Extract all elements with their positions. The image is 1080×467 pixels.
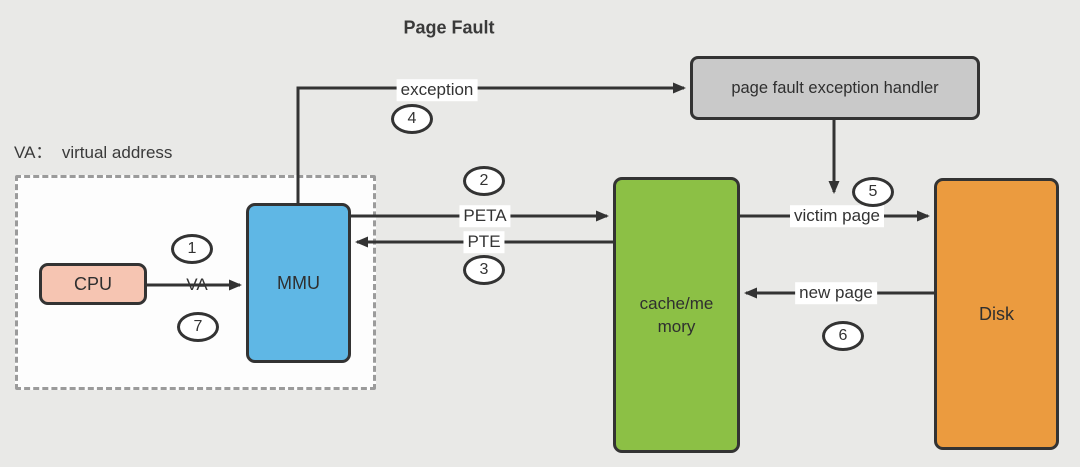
cache-memory-node-label-line1: cache/me [639,294,714,313]
step-3-badge: 3 [463,255,505,285]
page-fault-handler-node: page fault exception handler [690,56,980,120]
cpu-node-label: CPU [73,273,112,294]
diagram-title: Page Fault [403,17,495,38]
step-4-badge: 4 [391,104,433,134]
step-1-badge: 1 [171,234,213,264]
peta-label: PETA [459,205,511,227]
cache-memory-node: cache/me mory [613,177,740,453]
cpu-node: CPU [39,263,147,305]
pte-label: PTE [463,231,505,253]
mmu-node-label: MMU [277,272,320,293]
step-6-badge: 6 [822,321,864,351]
mmu-node: MMU [246,203,351,363]
step-7-badge: 7 [177,312,219,342]
va-label: VA [186,275,208,295]
cache-memory-node-label-line2: mory [657,317,696,336]
disk-node-label: Disk [979,303,1014,324]
page-fault-handler-label: page fault exception handler [731,78,939,97]
step-2-badge: 2 [463,166,505,196]
victim-page-label: victim page [790,205,884,227]
legend-line-va: VA： virtual address [14,143,173,162]
new-page-label: new page [795,282,877,304]
exception-label: exception [396,79,478,101]
step-5-badge: 5 [852,177,894,207]
disk-node: Disk [934,178,1059,450]
